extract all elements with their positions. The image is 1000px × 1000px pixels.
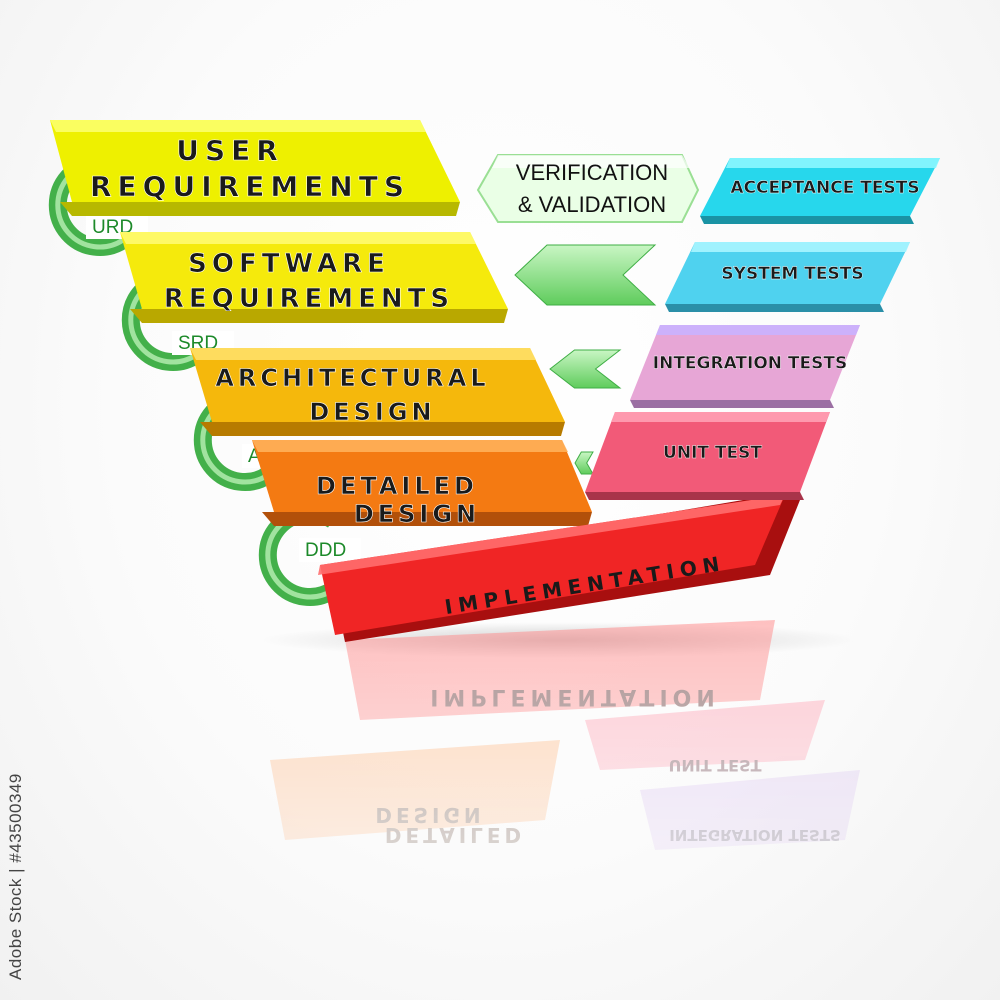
stage-architectural-design: ARCHITECTURAL DESIGN xyxy=(190,348,565,436)
implementation-bar-highlight xyxy=(318,495,785,575)
verification-arrow-3 xyxy=(574,451,594,475)
development-stages: USERREQUIREMENTSSOFTWAREREQUIREMENTSARCH… xyxy=(50,120,800,642)
reflection-detailed-text: DETAILED xyxy=(385,823,525,847)
test-stage-label: UNIT TEST xyxy=(663,443,762,463)
reflection-integration-bar xyxy=(640,770,860,850)
stage-label-line: USER xyxy=(176,134,284,167)
reflection-design-text: DESIGN xyxy=(375,803,484,827)
left-chevron-icon xyxy=(574,451,594,475)
stage-bar-face xyxy=(585,412,830,492)
verification-validation-box: VERIFICATION & VALIDATION xyxy=(476,154,700,223)
verification-label-line1: VERIFICATION xyxy=(516,160,668,185)
stage-bar-highlight xyxy=(50,120,426,132)
stage-bar-highlight xyxy=(691,242,910,252)
stage-acceptance-tests: ACCEPTANCE TESTS xyxy=(700,158,940,224)
reflection-unit-test-text: UNIT TEST xyxy=(668,756,761,775)
reflection-implementation-bar xyxy=(345,620,775,720)
stage-bar-side xyxy=(700,216,914,224)
stage-bar-face xyxy=(252,440,592,512)
reflection-unit-test-bar xyxy=(585,700,825,770)
stage-bar-face xyxy=(700,158,940,216)
verification-arrows xyxy=(514,244,657,475)
stage-bar-face xyxy=(665,242,910,304)
left-chevron-icon xyxy=(514,244,657,306)
stage-bar-side xyxy=(262,512,592,526)
stage-bar-highlight xyxy=(611,412,830,422)
reflection-detailed-design-bar xyxy=(270,740,560,840)
implementation-bar-face xyxy=(320,495,785,635)
reflection-integration-text: INTEGRATION TESTS xyxy=(669,826,841,844)
stage-bar-highlight xyxy=(726,158,940,168)
test-stage-label: ACCEPTANCE TESTS xyxy=(730,178,919,198)
stage-bar-face xyxy=(190,348,565,422)
stage-bar-side xyxy=(200,422,565,436)
stage-bar-side xyxy=(585,492,804,500)
stage-implementation: IMPLEMENTATION xyxy=(318,492,800,642)
stage-bar-face xyxy=(50,120,460,202)
stage-label-line: REQUIREMENTS xyxy=(90,170,410,203)
stage-label-line: SOFTWARE xyxy=(188,249,390,279)
stage-label-line: ARCHITECTURAL xyxy=(215,364,489,392)
test-stage-label: SYSTEM TESTS xyxy=(721,264,863,284)
stage-bar-highlight xyxy=(190,348,536,360)
reflection-implementation-text: IMPLEMENTATION xyxy=(430,684,720,709)
stage-label-line: REQUIREMENTS xyxy=(164,284,454,314)
testing-stages: ACCEPTANCE TESTS SYSTEM TESTS INTEGRATION … xyxy=(585,158,940,500)
verification-arrow-2 xyxy=(549,349,622,389)
stage-bar-face xyxy=(120,232,508,309)
document-label: DDD xyxy=(305,540,346,561)
stock-watermark: Adobe Stock | #43500349 xyxy=(6,773,25,980)
stage-bar-side xyxy=(630,400,834,408)
stage-bar-side xyxy=(60,202,460,216)
verification-label-line2: & VALIDATION xyxy=(518,192,666,217)
test-stage-label: INTEGRATION TESTS xyxy=(653,354,847,374)
stage-bar-side xyxy=(130,309,508,323)
stage-label-line: DESIGN xyxy=(309,398,435,426)
document-label-bg xyxy=(299,538,361,562)
stage-bar-side xyxy=(665,304,884,312)
verification-arrow-1 xyxy=(514,244,657,306)
stage-bar-face xyxy=(630,325,860,400)
stage-bar-highlight xyxy=(120,232,476,244)
left-chevron-icon xyxy=(549,349,622,389)
stage-bar-highlight xyxy=(252,440,568,452)
stage-integration-tests: INTEGRATION TESTS xyxy=(630,325,860,408)
stage-label-line: DETAILED xyxy=(316,472,478,500)
floor-reflection: IMPLEMENTATION UNIT TEST DESIGN DETAILED… xyxy=(270,620,860,850)
stage-bar-highlight xyxy=(656,325,860,335)
stage-label-line: DESIGN xyxy=(354,500,480,528)
stage-software-requirements: SOFTWARE REQUIREMENTS xyxy=(120,232,508,323)
stage-unit-test: UNIT TEST xyxy=(585,412,830,500)
stage-system-tests: SYSTEM TESTS xyxy=(665,242,910,312)
